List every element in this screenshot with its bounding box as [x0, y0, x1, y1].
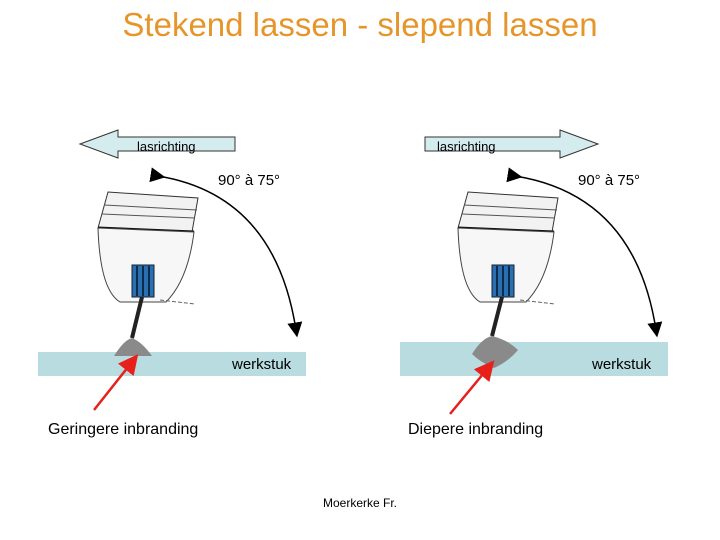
penetration-label-right: Diepere inbranding	[408, 421, 544, 438]
workpiece-label-left: werkstuk	[232, 356, 292, 373]
angle-arc-right	[506, 167, 663, 338]
workpiece-label-right: werkstuk	[592, 356, 652, 373]
workpiece-left	[38, 352, 306, 376]
angle-arc-left	[149, 167, 303, 338]
angle-label-left: 90° à 75°	[218, 172, 281, 189]
weld-pool-right	[472, 336, 518, 368]
direction-label-right: lasrichting	[437, 139, 496, 154]
weld-pool-left	[114, 338, 152, 356]
page-title: Stekend lassen - slepend lassen	[122, 6, 598, 43]
author-footer: Moerkerke Fr.	[322, 496, 397, 510]
angle-label-right: 90° à 75°	[578, 172, 641, 189]
torch-right	[457, 191, 559, 337]
direction-arrow-right	[424, 129, 600, 159]
torch-left	[97, 191, 199, 339]
penetration-label-left: Geringere inbranding	[48, 421, 199, 438]
workpiece-right	[400, 342, 668, 376]
direction-label-left: lasrichting	[137, 139, 196, 154]
direction-arrow-left	[78, 129, 236, 159]
penetration-arrow-right	[449, 360, 495, 415]
penetration-arrow-left	[93, 354, 139, 411]
